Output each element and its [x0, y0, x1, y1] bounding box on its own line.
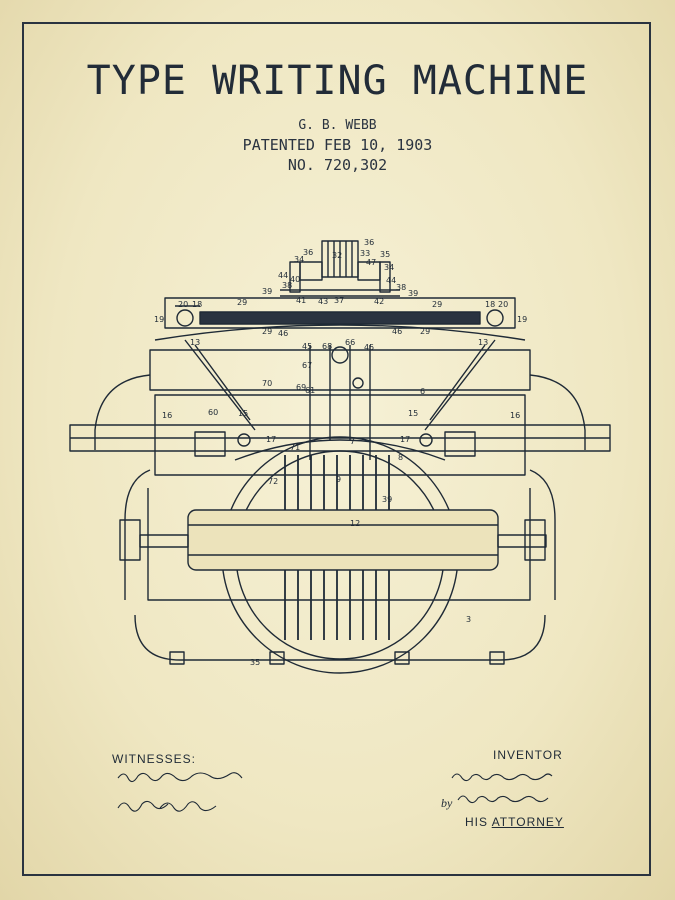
fig-label: 17 [266, 435, 276, 444]
fig-label: 47 [366, 258, 376, 267]
main-frame [69, 324, 611, 476]
inventor-label: INVENTOR [493, 748, 563, 762]
fig-label: 6 [420, 387, 425, 396]
fig-label: 66 [345, 338, 355, 347]
fig-label: 71 [290, 443, 300, 452]
fig-label: 41 [296, 296, 306, 305]
fig-label: 20 [178, 300, 188, 309]
fig-label: 29 [262, 327, 272, 336]
fig-label: 36 [303, 248, 313, 257]
fig-label: 37 [334, 296, 344, 305]
fig-label: 38 [282, 281, 292, 290]
fig-label: 45 [302, 342, 312, 351]
fig-label: 33 [360, 249, 370, 258]
fig-label: 18 [485, 300, 495, 309]
fig-label: 39 [408, 289, 418, 298]
fig-label: 36 [364, 238, 374, 247]
fig-label: 32 [332, 251, 342, 260]
fig-label: 34 [294, 255, 304, 264]
machine-base [124, 469, 556, 665]
fig-label: 67 [302, 361, 312, 370]
fig-label: 43 [318, 297, 328, 306]
fig-label: 13 [190, 338, 200, 347]
patent-title: TYPE WRITING MACHINE [86, 58, 589, 104]
fig-label: 29 [420, 327, 430, 336]
fig-label: 3 [466, 615, 471, 624]
fig-label: 44 [386, 276, 396, 285]
fig-label: 20 [498, 300, 508, 309]
patent-date: PATENTED FEB 10, 1903 [242, 136, 433, 154]
fig-label: 29 [432, 300, 442, 309]
fig-label: 45 [364, 343, 374, 352]
fig-label: 39 [262, 287, 272, 296]
carriage-rail [164, 297, 516, 329]
attorney-line: HIS ATTORNEY [465, 815, 564, 829]
fig-label: 70 [262, 379, 272, 388]
patent-number: NO. 720,302 [287, 156, 388, 174]
inventor-name: G. B. WEBB [298, 118, 377, 133]
fig-label: 34 [384, 263, 394, 272]
fig-label: 13 [478, 338, 488, 347]
by-label: by [441, 796, 453, 810]
fig-label: 46 [392, 327, 402, 336]
fig-label: 72 [268, 477, 278, 486]
fig-label: 42 [374, 297, 384, 306]
fig-label: 29 [237, 298, 247, 307]
fig-label: 46 [278, 329, 288, 338]
fig-label: 68 [322, 342, 332, 351]
witnesses-label: WITNESSES: [112, 752, 197, 766]
attorney-label: ATTORNEY [491, 815, 564, 829]
fig-label: 44 [278, 271, 288, 280]
fig-label: 18 [192, 300, 202, 309]
fig-label: 8 [398, 453, 403, 462]
top-mechanism [280, 240, 400, 297]
fig-label: 61 [305, 386, 315, 395]
fig-label: 16 [162, 411, 172, 420]
fig-label: 35 [380, 250, 390, 259]
fig-label: 15 [408, 409, 418, 418]
fig-label: 35 [250, 658, 260, 667]
fig-label: 9 [336, 475, 341, 484]
border-frame [22, 22, 651, 876]
witness-signatures [117, 772, 243, 812]
fig-label: 38 [396, 283, 406, 292]
attorney-signature [457, 795, 549, 804]
fig-label: 7 [350, 437, 355, 446]
reference-numerals: 36 36 35 34 34 33 47 44 44 38 38 39 39 3… [154, 238, 527, 667]
his-label: HIS [465, 815, 489, 829]
fig-label: 19 [517, 315, 527, 324]
platen-roller [119, 488, 547, 601]
fig-label: 39 [382, 495, 392, 504]
fig-label: 16 [510, 411, 520, 420]
fig-label: 69 [296, 383, 306, 392]
fig-label: 12 [350, 519, 360, 528]
fig-label: 15 [238, 409, 248, 418]
fig-label: 17 [400, 435, 410, 444]
inventor-signature [451, 773, 553, 782]
fig-label: 19 [154, 315, 164, 324]
fig-label: 60 [208, 408, 218, 417]
fig-label: 40 [290, 275, 300, 284]
